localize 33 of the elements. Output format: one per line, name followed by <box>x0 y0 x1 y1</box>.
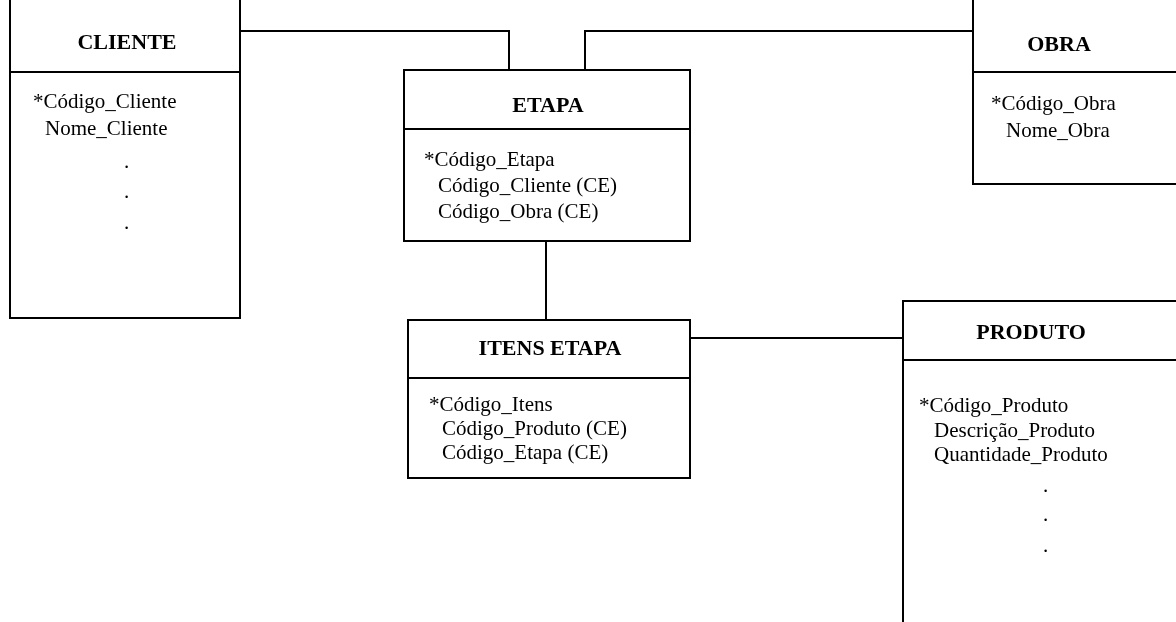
entity-name: ITENS ETAPA <box>478 335 622 360</box>
attribute-text: Nome_Obra <box>1006 117 1110 143</box>
entity-name: OBRA <box>1027 31 1091 56</box>
entity-box <box>407 319 691 479</box>
attribute-text: Código_Etapa (CE) <box>442 439 609 465</box>
entity-box <box>972 0 1176 185</box>
attribute-text: *Código_Itens <box>429 391 553 417</box>
attribute-text: Descrição_Produto <box>934 417 1095 443</box>
attribute-text: . <box>124 148 130 174</box>
entity-box <box>403 69 691 242</box>
entity-name: ETAPA <box>512 92 584 117</box>
connector-line <box>545 241 547 320</box>
attribute-text: . <box>1043 501 1049 527</box>
connector-line <box>690 337 903 339</box>
attribute-text: Código_Obra (CE) <box>438 198 599 224</box>
attribute-text: Nome_Cliente <box>45 115 168 141</box>
entity-name: CLIENTE <box>77 29 177 54</box>
attribute-text: *Código_Produto <box>919 392 1069 418</box>
attribute-text: Quantidade_Produto <box>934 441 1108 467</box>
attribute-text: Código_Cliente (CE) <box>438 172 618 198</box>
attribute-text: . <box>124 178 130 204</box>
entity-box <box>902 300 1176 622</box>
connector-line <box>240 30 510 70</box>
entity-box <box>9 0 241 319</box>
attribute-text: Código_Produto (CE) <box>442 415 627 441</box>
attribute-text: . <box>1043 532 1049 558</box>
attribute-text: *Código_Etapa <box>424 146 555 172</box>
entity-name: PRODUTO <box>976 319 1086 344</box>
attribute-text: *Código_Obra <box>991 90 1116 116</box>
attribute-text: . <box>124 209 130 235</box>
attribute-text: . <box>1043 472 1049 498</box>
attribute-text: *Código_Cliente <box>33 88 177 114</box>
connector-line <box>584 30 973 70</box>
